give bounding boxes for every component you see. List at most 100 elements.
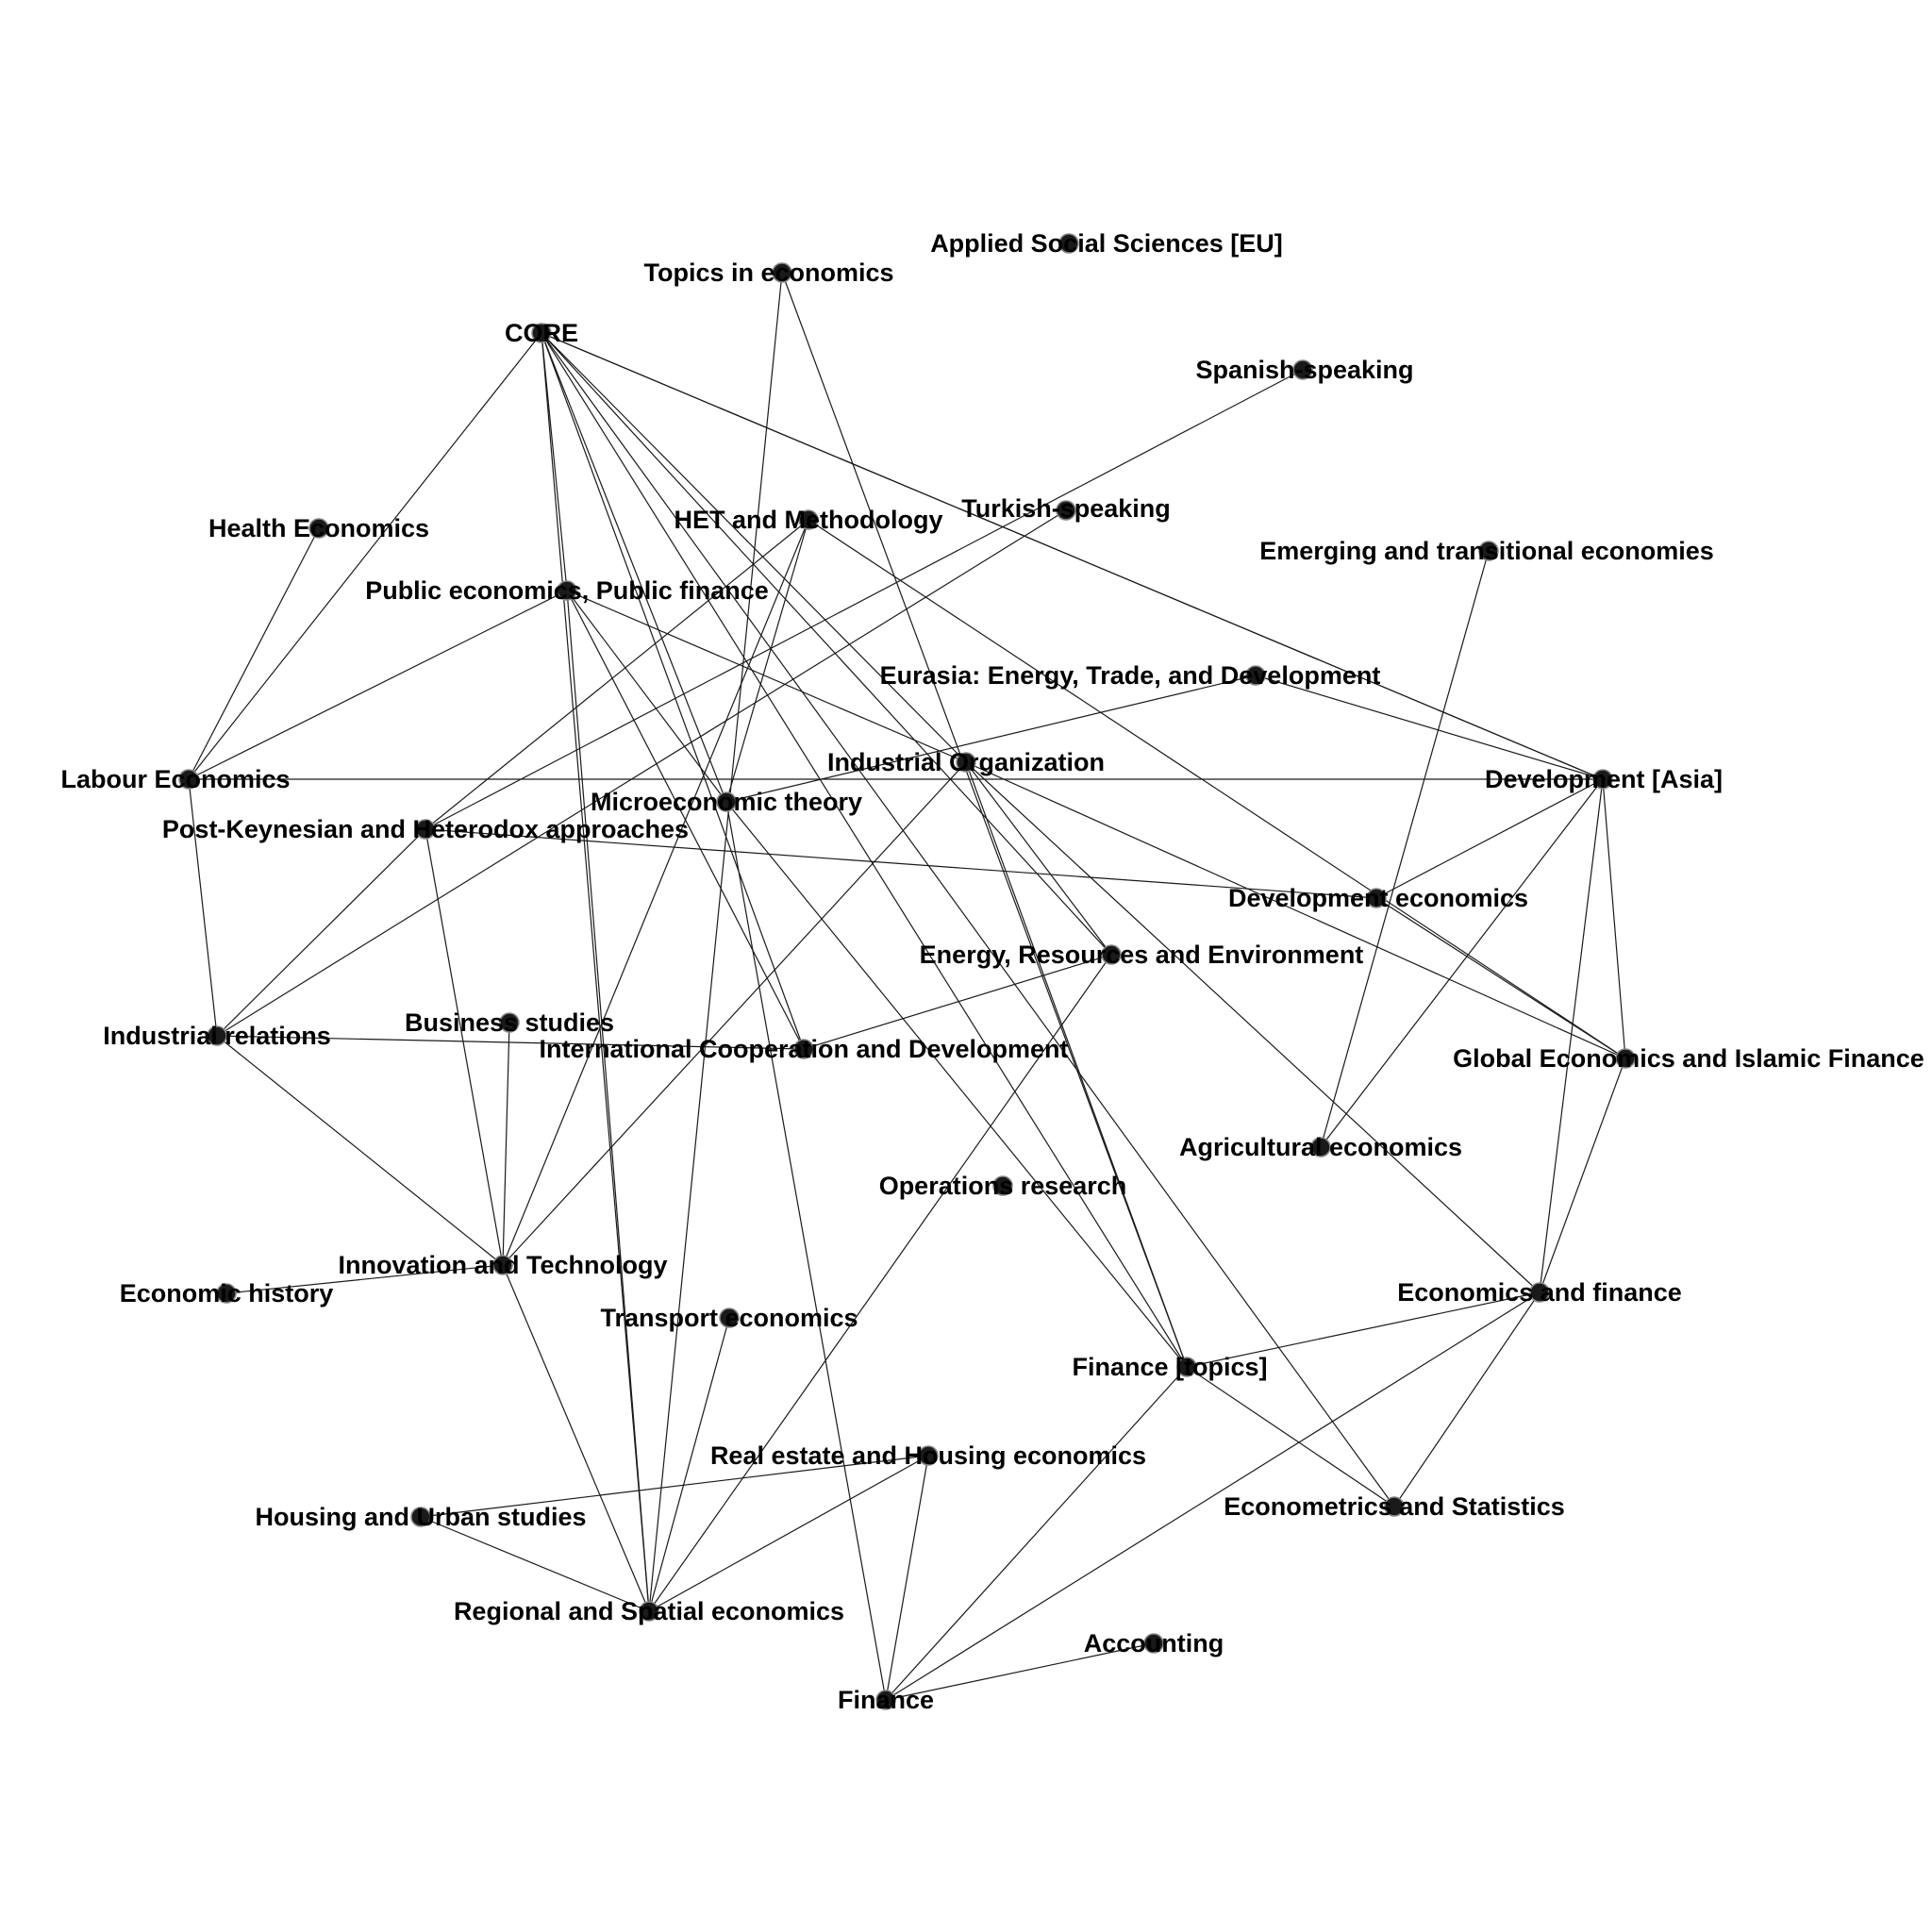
edge-postk-innov (425, 828, 504, 1266)
edge-public-indorg (566, 590, 967, 763)
edge-devasia-deveco (1375, 778, 1604, 899)
node-label-topics: Topics in economics (643, 258, 893, 287)
node-spanish (1292, 359, 1313, 380)
node-micro (716, 791, 737, 812)
edge-spanish-postk (425, 369, 1304, 830)
edge-indorg-econfin (965, 761, 1541, 1293)
node-energy (1101, 944, 1122, 965)
edge-indorg-global (965, 761, 1626, 1059)
edge-emerging-agri (1320, 550, 1490, 1148)
edge-core-regional (541, 332, 650, 1612)
edge-het-micro (725, 519, 809, 803)
node-label-accounting: Accounting (1084, 1629, 1224, 1657)
node-agri (1310, 1137, 1331, 1158)
edge-indorg-innov (502, 761, 967, 1266)
edge-indorg-energy (965, 761, 1112, 956)
node-postk (415, 819, 436, 840)
node-health (308, 518, 329, 539)
node-housing (410, 1507, 431, 1527)
node-label-agri: Agricultural economics (1179, 1133, 1462, 1161)
node-realestate (918, 1445, 939, 1466)
label-layer: CORE Topics in economics Applied Social Sc… (60, 229, 1924, 1714)
edge-core-econometrics (541, 332, 1395, 1507)
edge-indorg-fintopics (965, 761, 1188, 1368)
node-global (1615, 1048, 1636, 1069)
edge-business-innov (502, 1022, 510, 1266)
node-econometrics (1384, 1496, 1405, 1517)
node-label-intcoop: International Cooperation and Developmen… (539, 1035, 1068, 1063)
edge-indrel-intcoop (216, 1035, 805, 1050)
edge-core-fintopics (541, 332, 1188, 1368)
node-econfin (1529, 1282, 1550, 1303)
edge-accounting-finance (885, 1642, 1155, 1701)
node-label-transport: Transport economics (600, 1304, 858, 1332)
edge-fintopics-finance (885, 1366, 1188, 1701)
edge-housing-regional (420, 1516, 650, 1612)
node-labour (178, 769, 199, 790)
node-label-finance: Finance (838, 1686, 934, 1714)
node-emerging (1478, 541, 1499, 561)
node-label-business: Business studies (405, 1008, 614, 1037)
node-regional (639, 1601, 659, 1622)
node-intcoop (793, 1039, 814, 1059)
node-public (557, 580, 577, 601)
edge-econfin-fintopics (1186, 1291, 1541, 1368)
edge-micro-finance (725, 801, 887, 1701)
node-label-health: Health Economics (208, 514, 429, 542)
edge-devasia-global (1602, 778, 1626, 1059)
node-label-labour: Labour Economics (60, 765, 290, 793)
edge-eurasia-micro (725, 675, 1257, 803)
node-label-spanish: Spanish-speaking (1195, 356, 1413, 384)
node-fintopics (1176, 1357, 1197, 1377)
node-label-emerging: Emerging and transitional economies (1259, 537, 1714, 565)
node-accounting (1143, 1633, 1164, 1654)
edge-devasia-econfin (1539, 778, 1604, 1293)
edge-public-labour (188, 590, 568, 780)
node-deveco (1366, 888, 1387, 908)
node-label-core: CORE (505, 319, 578, 347)
edge-devasia-core (541, 332, 1604, 780)
node-label-indrel: Industrial relations (103, 1022, 331, 1050)
edge-energy-intcoop (803, 954, 1112, 1050)
edge-global-econfin (1539, 1058, 1626, 1293)
node-devasia (1592, 769, 1613, 790)
node-label-deveco: Development economics (1228, 884, 1528, 912)
edge-turkish-indrel (216, 509, 1067, 1037)
edge-postk-indrel (216, 828, 426, 1037)
edge-layer (188, 272, 1626, 1701)
node-label-energy: Energy, Resources and Environment (920, 941, 1364, 969)
edge-energy-regional (648, 954, 1112, 1612)
edge-labour-indrel (188, 778, 218, 1037)
edge-postk-deveco (425, 828, 1377, 899)
edge-fintopics-econometrics (1186, 1366, 1395, 1507)
node-label-het: HET and Methodology (675, 506, 943, 534)
edge-devasia-agri (1320, 778, 1604, 1148)
node-opres (992, 1175, 1013, 1196)
node-transport (719, 1307, 740, 1328)
node-label-global: Global Economics and Islamic Finance (1453, 1044, 1924, 1073)
edge-econfin-econometrics (1393, 1291, 1541, 1507)
edge-health-labour (188, 527, 320, 780)
node-label-eurasia: Eurasia: Energy, Trade, and Development (880, 661, 1381, 690)
node-indrel (207, 1025, 227, 1046)
edge-public-micro (566, 590, 727, 803)
edge-topics-fintopics (781, 272, 1188, 1368)
node-label-realestate: Real estate and Housing economics (710, 1441, 1146, 1470)
edge-het-global (808, 519, 1626, 1059)
edge-topics-regional (648, 272, 783, 1612)
node-label-opres: Operations research (879, 1172, 1127, 1200)
node-turkish (1056, 500, 1076, 521)
node-eurasia (1245, 665, 1266, 686)
edge-core-public (541, 332, 568, 591)
node-label-econhist: Economic history (120, 1279, 334, 1307)
node-business (499, 1012, 520, 1033)
node-het (798, 509, 819, 530)
node-label-postk: Post-Keynesian and Heterodox approaches (162, 815, 689, 843)
edge-core-indorg (541, 332, 967, 763)
node-label-devasia: Development [Asia] (1485, 765, 1723, 793)
edge-core-labour (188, 332, 542, 780)
node-label-applied: Applied Social Sciences [EU] (930, 229, 1283, 258)
edge-het-innov (502, 519, 809, 1266)
edge-micro-fintopics (725, 801, 1188, 1368)
